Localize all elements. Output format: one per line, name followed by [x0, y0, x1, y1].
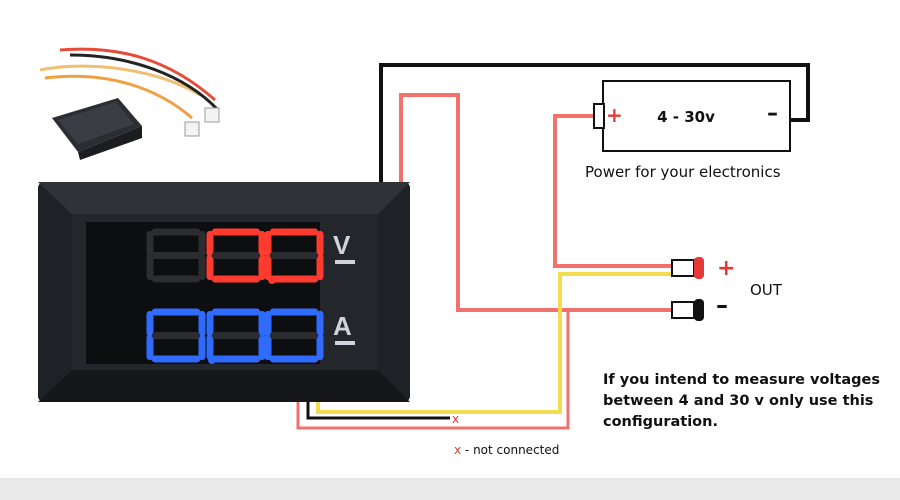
- meter-thumbnail: [39, 47, 220, 160]
- current-digit-1: [146, 308, 216, 364]
- wire-yellow: [316, 272, 672, 414]
- current-unit-bar: [335, 341, 355, 345]
- current-digit-3: [264, 308, 324, 363]
- battery: [593, 80, 791, 152]
- voltage-unit-bar: [335, 260, 355, 264]
- power-caption: Power for your electronics: [585, 163, 781, 181]
- output-label: OUT: [750, 281, 782, 299]
- not-connected-mark: x: [452, 412, 460, 426]
- voltage-digit-3: [264, 228, 324, 283]
- legend: x - not connected: [454, 443, 559, 457]
- wire-black-nc: [306, 400, 450, 420]
- voltmeter-ammeter: [38, 182, 410, 402]
- wire-red-measure: [399, 93, 672, 312]
- wires: [296, 63, 810, 430]
- voltage-unit: V: [333, 230, 351, 260]
- wire-red-bottom: [296, 310, 570, 430]
- current-unit: A: [333, 311, 352, 341]
- output-minus-sign: –: [716, 291, 728, 319]
- output-terminals: [671, 257, 704, 321]
- output-plus-sign: +: [717, 256, 736, 281]
- battery-minus-sign: –: [767, 101, 778, 126]
- bottom-band: [0, 478, 900, 500]
- configuration-note: If you intend to measure voltages betwee…: [603, 372, 880, 430]
- wire-red-battery-plus: [553, 114, 672, 268]
- battery-voltage-label: 4 - 30v: [657, 108, 715, 126]
- battery-plus-sign: +: [606, 103, 623, 127]
- legend-mark: x: [454, 443, 462, 457]
- current-digit-2: [206, 308, 266, 363]
- legend-text: - not connected: [461, 443, 560, 457]
- wire-black-battery: [379, 63, 810, 185]
- voltage-digit-1: [146, 228, 206, 283]
- voltage-digit-2: [206, 228, 276, 284]
